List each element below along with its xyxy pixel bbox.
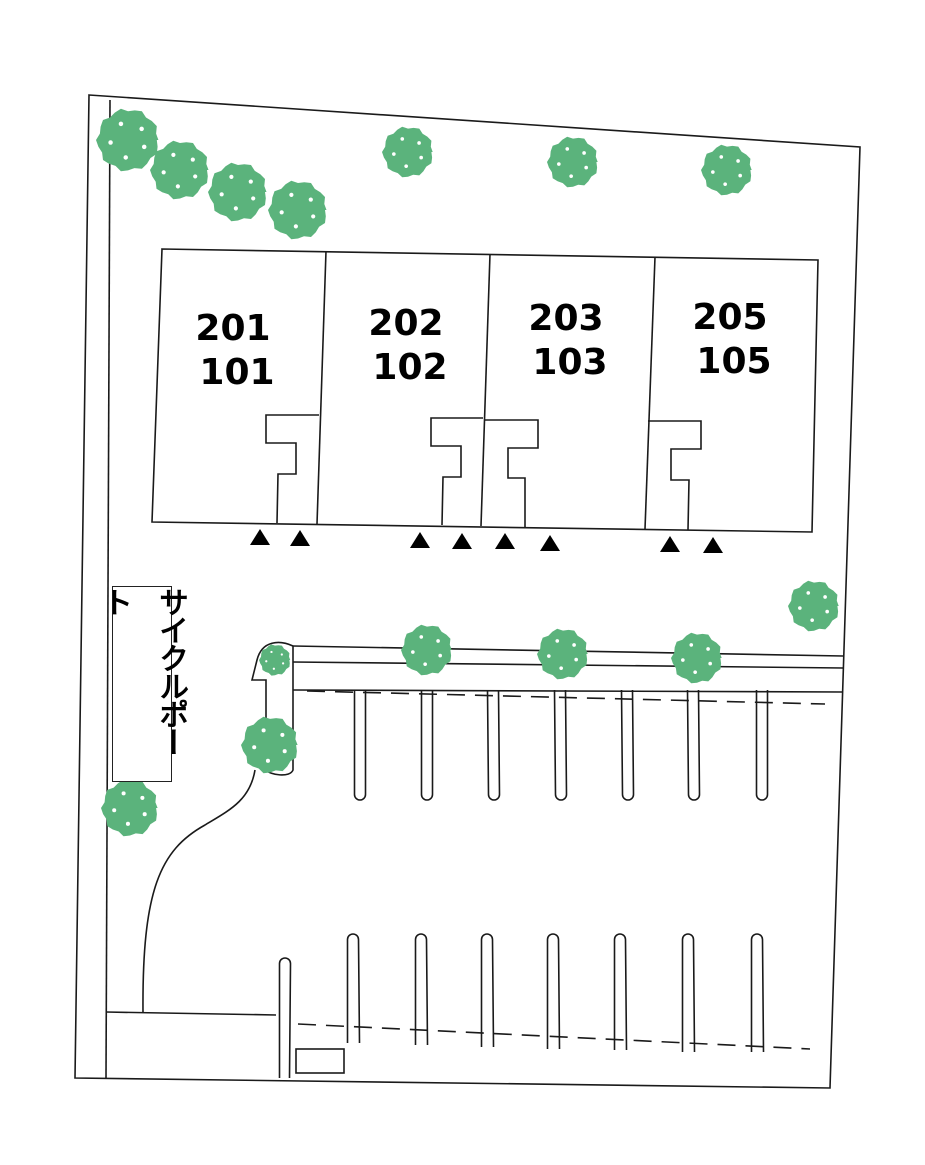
unit-number-lower: 102 bbox=[372, 347, 447, 388]
unit-number-upper: 202 bbox=[368, 303, 443, 344]
entrance-arrow-icon bbox=[703, 537, 723, 553]
parking-stall-divider bbox=[353, 690, 367, 801]
tree-icon bbox=[401, 624, 452, 676]
unit-number-upper: 205 bbox=[692, 297, 767, 338]
road-edge bbox=[105, 99, 111, 1079]
building-outline bbox=[151, 248, 819, 533]
parking-stall-divider bbox=[346, 933, 361, 1044]
cycle-port-label: サイクルポート bbox=[97, 586, 188, 782]
driveway-curve bbox=[142, 769, 256, 1014]
entrance-recess bbox=[484, 419, 539, 527]
tree-icon bbox=[537, 628, 588, 680]
dashed-line-bottom bbox=[297, 1023, 811, 1050]
unit-divider bbox=[316, 250, 327, 525]
parking-stall-divider bbox=[420, 690, 434, 801]
tree-icon bbox=[671, 632, 722, 684]
unit-divider bbox=[480, 253, 491, 527]
unit-number-lower: 105 bbox=[696, 341, 771, 382]
walkway-end bbox=[250, 641, 294, 776]
parking-stall-divider bbox=[414, 933, 429, 1046]
unit-number-lower: 103 bbox=[532, 342, 607, 383]
storage-box bbox=[295, 1048, 345, 1074]
entrance-arrow-icon bbox=[540, 535, 560, 551]
parking-stall-divider bbox=[553, 689, 568, 801]
entrance-recess bbox=[648, 420, 702, 531]
parking-stall-divider bbox=[686, 689, 701, 801]
tree-icon bbox=[259, 644, 291, 676]
entrance-arrow-icon bbox=[495, 533, 515, 549]
parking-stall-divider bbox=[480, 933, 495, 1048]
unit-number-upper: 203 bbox=[528, 298, 603, 339]
bottom-left-lot bbox=[105, 1011, 277, 1016]
parking-stall-divider bbox=[546, 933, 561, 1050]
unit-divider bbox=[644, 256, 656, 530]
entrance-arrow-icon bbox=[660, 536, 680, 552]
entrance-recess bbox=[430, 417, 483, 526]
unit-number-lower: 101 bbox=[199, 352, 274, 393]
parking-stall-divider bbox=[681, 933, 696, 1053]
unit-number-upper: 201 bbox=[195, 308, 270, 349]
tree-icon bbox=[208, 162, 267, 222]
tree-icon bbox=[547, 136, 598, 188]
tree-icon bbox=[96, 108, 159, 172]
entrance-arrow-icon bbox=[410, 532, 430, 548]
entrance-arrow-icon bbox=[452, 533, 472, 549]
parking-stall-divider bbox=[750, 933, 765, 1053]
tree-icon bbox=[268, 180, 327, 240]
parking-stall-divider bbox=[613, 933, 628, 1051]
tree-icon bbox=[150, 140, 209, 200]
entrance-recess bbox=[265, 414, 319, 524]
tree-icon bbox=[701, 144, 752, 196]
site-boundary bbox=[74, 94, 861, 1089]
parking-stall-divider bbox=[278, 957, 292, 1079]
tree-icon bbox=[241, 716, 298, 774]
entrance-arrow-icon bbox=[290, 530, 310, 546]
tree-icon bbox=[101, 779, 158, 837]
parking-stall-divider bbox=[755, 690, 769, 801]
entrance-arrow-icon bbox=[250, 529, 270, 545]
tree-icon bbox=[788, 580, 839, 632]
parking-stall-divider bbox=[620, 689, 635, 801]
tree-icon bbox=[382, 126, 433, 178]
parking-stall-divider bbox=[486, 689, 501, 801]
